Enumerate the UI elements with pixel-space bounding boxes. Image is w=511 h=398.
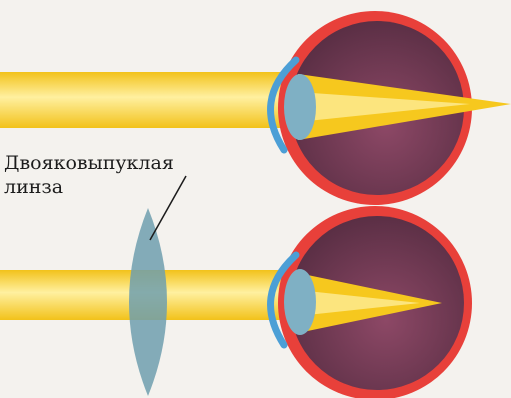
light-beam-top	[0, 72, 300, 128]
crystalline-lens-bottom	[284, 269, 316, 335]
crystalline-lens-top	[284, 74, 316, 140]
lens-caption: Двояковыпуклая линза	[4, 151, 174, 199]
eye-corrected	[0, 206, 472, 398]
lens-caption-line-1: Двояковыпуклая	[4, 151, 174, 175]
biconvex-lens	[129, 208, 167, 396]
lens-caption-line-2: линза	[4, 175, 174, 199]
